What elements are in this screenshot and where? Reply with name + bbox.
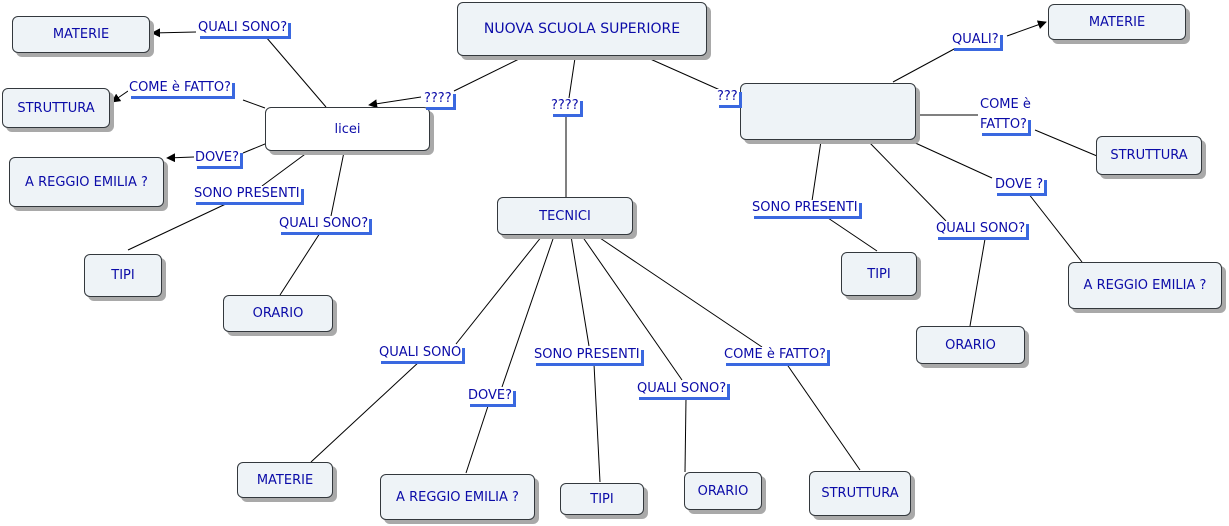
- line-third-tipi-b: [827, 217, 878, 252]
- line-third-materie-a: [892, 47, 957, 83]
- node-tipi-mid[interactable]: TIPI: [560, 483, 644, 515]
- link-label-licei-dove: DOVE?: [194, 150, 241, 166]
- node-orario-left[interactable]: ORARIO: [223, 295, 333, 332]
- node-tipi-right[interactable]: TIPI: [841, 252, 917, 296]
- node-materie-right[interactable]: MATERIE: [1048, 4, 1186, 40]
- link-label-third-dove: DOVE ?: [994, 177, 1045, 193]
- arrow-third-materie: [1006, 20, 1047, 37]
- line-licei-struttura: [242, 99, 266, 109]
- line-tec-dove-b: [465, 402, 490, 474]
- line-licei-tipi-a: [261, 151, 309, 187]
- line-tec-struttura-b: [785, 362, 861, 471]
- line-root-to-licei-label: [453, 57, 522, 92]
- link-label-third-struttura-line1: COME è: [979, 97, 1032, 113]
- line-third-dove-a: [910, 140, 993, 179]
- line-tec-tipi-b: [593, 363, 601, 483]
- line-tec-struttura-a: [596, 235, 763, 348]
- line-licei-materie: [265, 36, 327, 108]
- link-label-licei-tipi: SONO PRESENTI: [193, 186, 301, 202]
- arrow-licei-struttura: [111, 90, 129, 103]
- line-root-to-tecnici-label: [568, 57, 576, 99]
- arrow-root-licei: [368, 96, 422, 109]
- line-tec-materie-b: [310, 360, 421, 463]
- link-label-root-tecnici: ????: [550, 98, 580, 114]
- line-third-dove-b: [1027, 192, 1083, 263]
- node-root[interactable]: NUOVA SCUOLA SUPERIORE: [457, 2, 707, 56]
- node-tipi-left[interactable]: TIPI: [84, 254, 162, 297]
- node-orario-mid[interactable]: ORARIO: [684, 472, 762, 510]
- node-empty[interactable]: [740, 83, 916, 140]
- line-tec-materie-a: [455, 235, 543, 345]
- node-reggio-mid[interactable]: A REGGIO EMILIA ?: [380, 474, 535, 520]
- line-tec-orario-b: [684, 397, 687, 473]
- link-label-tec-tipi: SONO PRESENTI: [533, 347, 641, 363]
- node-licei[interactable]: licei: [265, 107, 430, 151]
- link-label-root-third: ???: [716, 89, 739, 105]
- line-tec-tipi-a: [570, 235, 590, 347]
- link-label-root-licei: ????: [423, 91, 453, 107]
- link-label-licei-struttura: COME è FATTO?: [128, 80, 232, 96]
- node-reggio-left[interactable]: A REGGIO EMILIA ?: [9, 157, 164, 207]
- line-root-to-third-label: [647, 57, 721, 91]
- link-label-tec-struttura: COME è FATTO?: [723, 347, 827, 363]
- link-label-tec-materie: QUALI SONO: [378, 345, 463, 361]
- arrow-licei-materie: [151, 28, 197, 38]
- node-orario-right[interactable]: ORARIO: [916, 326, 1025, 364]
- link-label-licei-orario: QUALI SONO?: [278, 216, 370, 232]
- line-third-orario-b: [969, 238, 986, 327]
- node-tecnici[interactable]: TECNICI: [497, 197, 633, 235]
- node-struttura-right[interactable]: STRUTTURA: [1096, 136, 1202, 175]
- line-licei-tipi-b: [127, 201, 231, 251]
- line-third-struttura-b: [1034, 129, 1098, 157]
- line-licei-orario-b: [279, 232, 321, 296]
- line-licei-orario-a: [330, 151, 345, 217]
- node-materie-mid[interactable]: MATERIE: [237, 462, 333, 498]
- link-label-third-orario: QUALI SONO?: [935, 221, 1027, 237]
- line-tec-dove-a: [501, 235, 555, 388]
- link-label-tec-orario: QUALI SONO?: [636, 381, 728, 397]
- link-label-third-struttura-line2: FATTO?: [979, 117, 1028, 133]
- line-third-orario-a: [867, 140, 947, 222]
- link-label-third-materie: QUALI?: [951, 32, 1000, 48]
- link-label-tec-dove: DOVE?: [467, 388, 514, 404]
- node-materie-left[interactable]: MATERIE: [12, 16, 150, 53]
- node-struttura-mid[interactable]: STRUTTURA: [809, 471, 911, 516]
- link-label-third-tipi: SONO PRESENTI: [751, 200, 859, 216]
- node-struttura-left[interactable]: STRUTTURA: [2, 88, 110, 128]
- arrow-licei-dove: [166, 153, 195, 163]
- line-third-tipi-a: [811, 140, 822, 202]
- node-reggio-right[interactable]: A REGGIO EMILIA ?: [1068, 262, 1222, 309]
- link-label-licei-materie: QUALI SONO?: [197, 20, 289, 36]
- line-tec-orario-a: [581, 235, 683, 381]
